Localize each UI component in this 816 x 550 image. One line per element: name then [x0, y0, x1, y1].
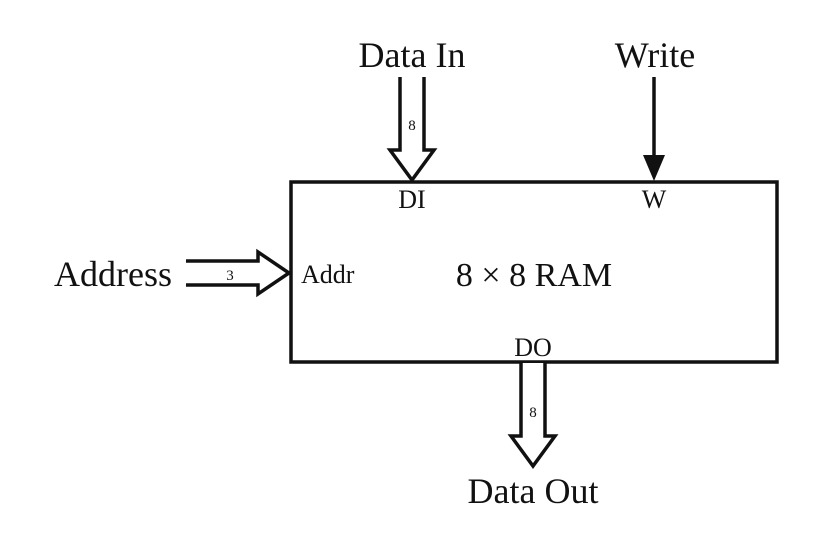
bus-arrow-address	[186, 248, 293, 298]
signal-label-write: Write	[615, 35, 696, 75]
bus-width-address: 3	[226, 268, 234, 284]
bus-arrow-data-in	[386, 77, 438, 183]
signal-label-data-out: Data Out	[468, 471, 599, 511]
bus-width-data-in: 8	[408, 118, 416, 134]
port-label-addr: Addr	[301, 260, 355, 289]
signal-arrow-write	[643, 77, 665, 181]
bus-arrow-data-out	[507, 363, 559, 469]
signal-label-data-in: Data In	[359, 35, 466, 75]
ram-block	[289, 180, 779, 364]
port-label-do: DO	[514, 333, 552, 362]
signal-label-address: Address	[54, 254, 172, 294]
port-label-w: W	[642, 185, 667, 214]
ram-title: 8 × 8 RAM	[456, 257, 612, 294]
bus-width-data-out: 8	[529, 405, 537, 421]
port-label-di: DI	[398, 185, 425, 214]
